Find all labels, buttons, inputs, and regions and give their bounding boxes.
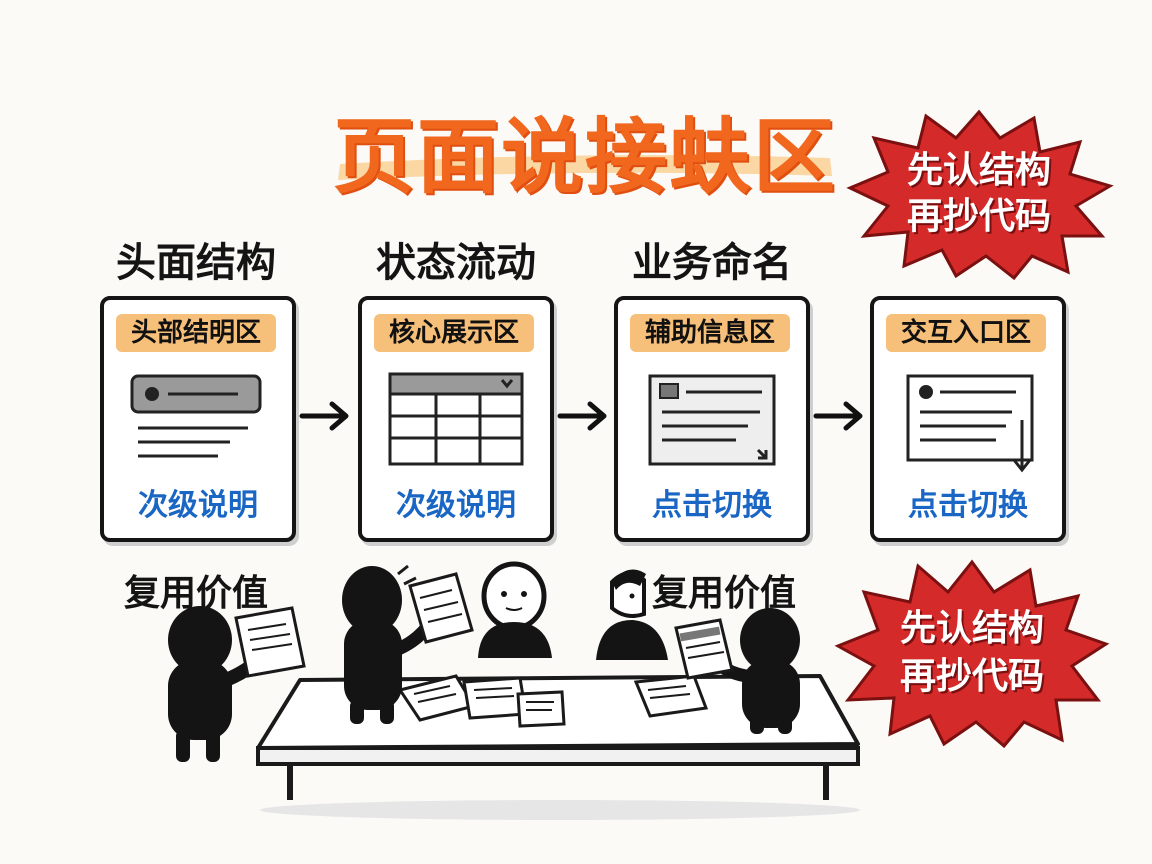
card-interaction-entry: 交互入口区 点击切换 — [870, 296, 1066, 542]
burst-line-1: 先认结构 — [906, 150, 1051, 191]
card-label: 核心展示区 — [374, 314, 534, 352]
column-heading-3: 业务命名 — [632, 240, 792, 286]
burst-line-1: 先认结构 — [899, 608, 1044, 649]
person-icon — [709, 608, 800, 734]
title-underline — [338, 155, 832, 180]
scroll-list-icon — [906, 374, 1034, 473]
column-heading-2: 状态流动 — [376, 240, 536, 286]
motion-lines-icon — [397, 564, 417, 586]
burst-badge-top: 先认结构 再抄代码 — [844, 108, 1114, 280]
starburst-icon — [834, 559, 1110, 748]
arrow-right-icon — [557, 401, 607, 431]
reuse-label-right: 复用价值 — [652, 573, 797, 614]
arrow-right-icon — [299, 401, 349, 431]
person-icon — [168, 606, 269, 762]
paper-icon — [408, 572, 474, 644]
card-label: 头部结明区 — [116, 314, 276, 352]
card-caption: 次级说明 — [138, 488, 258, 523]
paper-icon — [397, 674, 709, 728]
person-icon — [478, 561, 552, 658]
column-heading-1: 头面结构 — [116, 240, 276, 286]
paper-icon — [674, 618, 734, 680]
card-caption: 次级说明 — [396, 488, 516, 523]
table-icon — [256, 674, 860, 820]
card-caption: 点击切换 — [652, 488, 772, 523]
arrow-right-icon — [813, 401, 863, 431]
burst-line-2: 再抄代码 — [899, 656, 1044, 697]
person-icon — [342, 566, 439, 724]
paper-icon — [234, 606, 306, 678]
card-aux-info: 辅助信息区 点击切换 — [614, 296, 810, 542]
burst-line-2: 再抄代码 — [906, 196, 1051, 237]
page-title: 页面说接蚨区 — [332, 110, 837, 205]
reuse-label-left: 复用价值 — [124, 573, 269, 614]
list-card-icon — [130, 374, 262, 458]
burst-badge-bottom: 先认结构 再抄代码 — [834, 558, 1110, 748]
title-block: 页面说接蚨区 — [330, 78, 840, 205]
starburst-icon — [846, 109, 1114, 280]
card-caption: 点击切换 — [908, 488, 1028, 523]
card-core-display: 核心展示区 次级说明 — [358, 296, 554, 542]
card-header-area: 头部结明区 次级说明 — [100, 296, 296, 542]
document-card-icon — [648, 374, 776, 466]
card-label: 辅助信息区 — [630, 314, 790, 352]
card-label: 交互入口区 — [886, 314, 1046, 352]
table-grid-icon — [388, 372, 524, 466]
